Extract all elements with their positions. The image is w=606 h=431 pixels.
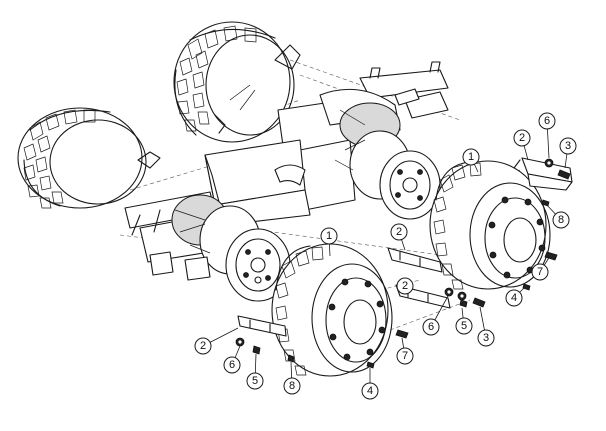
callout-label: 2 bbox=[402, 280, 408, 292]
callout-label: 1 bbox=[468, 151, 474, 163]
front-axle-assembly bbox=[124, 139, 311, 302]
wheel-rear-top bbox=[173, 21, 301, 143]
callout-label: 5 bbox=[252, 375, 258, 387]
callout-circle bbox=[531, 263, 549, 281]
callout-label: 8 bbox=[289, 380, 295, 392]
callout-label: 6 bbox=[229, 359, 235, 371]
callout-circle bbox=[320, 227, 338, 245]
bracket-bottom-left bbox=[237, 315, 287, 337]
callout-label: 7 bbox=[537, 266, 543, 278]
callout-circle bbox=[455, 317, 473, 335]
callout-label: 3 bbox=[565, 140, 571, 152]
callout-circle bbox=[246, 372, 264, 390]
callout-circle bbox=[390, 223, 408, 241]
bracket-mid-upper bbox=[387, 247, 443, 273]
callout-8: 8 bbox=[283, 361, 301, 395]
callout-2: 2 bbox=[513, 129, 531, 161]
callout-1: 1 bbox=[462, 148, 480, 173]
callout-label: 7 bbox=[402, 350, 408, 362]
callout-2: 2 bbox=[390, 223, 408, 251]
callout-circle bbox=[462, 148, 480, 166]
callout-2: 2 bbox=[194, 327, 239, 355]
callout-6: 6 bbox=[422, 295, 449, 336]
callout-7: 7 bbox=[531, 255, 551, 281]
callout-circle bbox=[538, 112, 556, 130]
callout-circle bbox=[559, 137, 577, 155]
callout-8: 8 bbox=[544, 202, 570, 229]
callout-circle bbox=[505, 289, 523, 307]
callout-circle bbox=[396, 347, 414, 365]
callout-5: 5 bbox=[246, 353, 264, 390]
callout-4: 4 bbox=[361, 368, 379, 400]
callout-layer: 1 2 6 3 8 7 4 1 2 2 6 5 3 7 2 6 5 8 4 bbox=[194, 112, 577, 400]
callout-circle bbox=[223, 356, 241, 374]
callout-circle bbox=[396, 277, 414, 295]
callout-label: 2 bbox=[396, 226, 402, 238]
callout-circle bbox=[283, 377, 301, 395]
wheel-right bbox=[429, 160, 551, 290]
callout-3: 3 bbox=[477, 306, 495, 347]
callout-label: 2 bbox=[200, 340, 206, 352]
callout-label: 5 bbox=[461, 320, 467, 332]
callout-label: 4 bbox=[511, 292, 517, 304]
callout-circle bbox=[513, 129, 531, 147]
callout-7: 7 bbox=[396, 337, 414, 365]
callout-circle bbox=[361, 382, 379, 400]
callout-label: 3 bbox=[483, 332, 489, 344]
callout-label: 6 bbox=[428, 321, 434, 333]
callout-6: 6 bbox=[223, 345, 241, 374]
callout-circle bbox=[194, 337, 212, 355]
callout-label: 8 bbox=[558, 214, 564, 226]
callout-4: 4 bbox=[505, 287, 525, 307]
callout-6: 6 bbox=[538, 112, 556, 159]
callout-label: 4 bbox=[367, 385, 373, 397]
callout-label: 2 bbox=[519, 132, 525, 144]
callout-1: 1 bbox=[320, 227, 338, 257]
hardware bbox=[235, 158, 571, 369]
callout-2: 2 bbox=[396, 277, 416, 295]
callout-label: 6 bbox=[544, 115, 550, 127]
callout-circle bbox=[552, 211, 570, 229]
callout-circle bbox=[422, 318, 440, 336]
callout-circle bbox=[477, 329, 495, 347]
callout-3: 3 bbox=[559, 137, 577, 169]
wheel-left bbox=[17, 107, 161, 209]
callout-5: 5 bbox=[455, 307, 473, 335]
callout-label: 1 bbox=[326, 230, 332, 242]
